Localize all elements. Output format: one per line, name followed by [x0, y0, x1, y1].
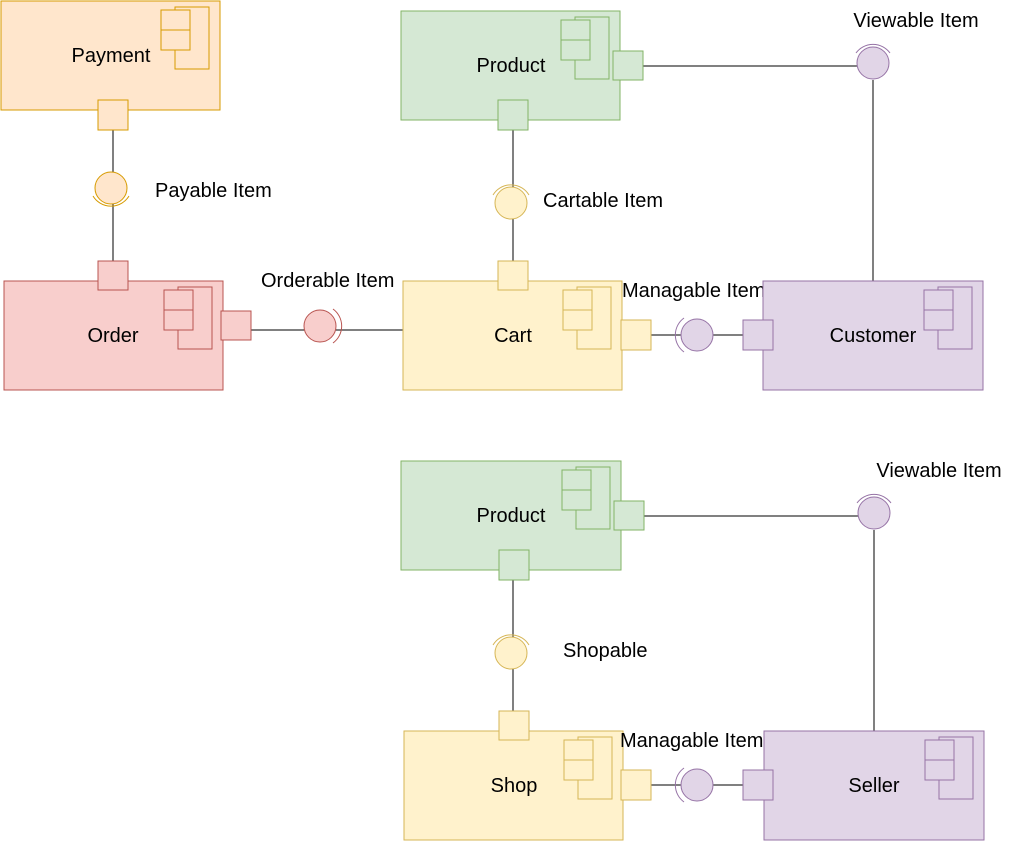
component-icon — [923, 286, 973, 350]
component-label-shop: Shop — [491, 775, 538, 797]
payment-component[interactable]: Payment — [0, 0, 221, 131]
shopable-interface[interactable] — [492, 634, 530, 670]
component-icon — [163, 286, 213, 350]
product2-port-right[interactable] — [613, 500, 645, 531]
product2-port-bottom[interactable] — [498, 549, 530, 581]
product-component-2[interactable]: Product — [400, 460, 645, 581]
order-component[interactable]: Order — [3, 260, 252, 391]
order-port-right[interactable] — [220, 310, 252, 341]
component-icon — [562, 286, 612, 350]
product-port-bottom[interactable] — [497, 99, 529, 131]
interface-label-viewable-2: Viewable Item — [876, 460, 1001, 482]
customer-port-left[interactable] — [742, 319, 774, 351]
cart-component[interactable]: Cart — [402, 260, 652, 391]
cartable-interface[interactable] — [492, 184, 530, 220]
component-label-product: Product — [477, 55, 546, 77]
connectors — [112, 65, 875, 786]
product-port-right[interactable] — [612, 50, 644, 81]
component-label-customer: Customer — [830, 325, 917, 347]
viewable-interface[interactable] — [855, 43, 891, 80]
component-icon — [563, 736, 613, 800]
component-icon — [561, 466, 611, 530]
payment-port[interactable] — [97, 99, 129, 131]
interface-label-cartable: Cartable Item — [543, 190, 663, 212]
shop-port-top[interactable] — [498, 710, 530, 741]
shop-component[interactable]: Shop — [403, 710, 652, 841]
component-label-payment: Payment — [72, 45, 151, 67]
product-component[interactable]: Product — [400, 10, 644, 131]
shop-port-right[interactable] — [620, 769, 652, 801]
interface-label-shopable: Shopable — [563, 640, 648, 662]
interface-label-managable: Managable Item — [622, 280, 765, 302]
managable-interface-2[interactable] — [674, 767, 714, 803]
interface-label-orderable: Orderable Item — [261, 270, 394, 292]
component-icon — [924, 736, 974, 800]
component-label-seller: Seller — [848, 775, 899, 797]
component-icon — [160, 6, 210, 70]
managable-interface[interactable] — [674, 317, 714, 353]
order-port-top[interactable] — [97, 260, 129, 291]
interface-label-viewable: Viewable Item — [853, 10, 978, 32]
seller-component[interactable]: Seller — [742, 730, 985, 841]
component-icon — [560, 16, 610, 80]
cart-port-right[interactable] — [620, 319, 652, 351]
component-label-cart: Cart — [494, 325, 532, 347]
cart-port-top[interactable] — [497, 260, 529, 291]
component-label-product-2: Product — [477, 505, 546, 527]
payable-interface[interactable] — [92, 171, 130, 207]
customer-component[interactable]: Customer — [742, 280, 984, 391]
interface-label-managable-2: Managable Item — [620, 730, 763, 752]
orderable-interface[interactable] — [303, 308, 343, 344]
interface-label-payable: Payable Item — [155, 180, 272, 202]
viewable-interface-2[interactable] — [856, 493, 892, 530]
seller-port-left[interactable] — [742, 769, 774, 801]
component-label-order: Order — [87, 325, 138, 347]
